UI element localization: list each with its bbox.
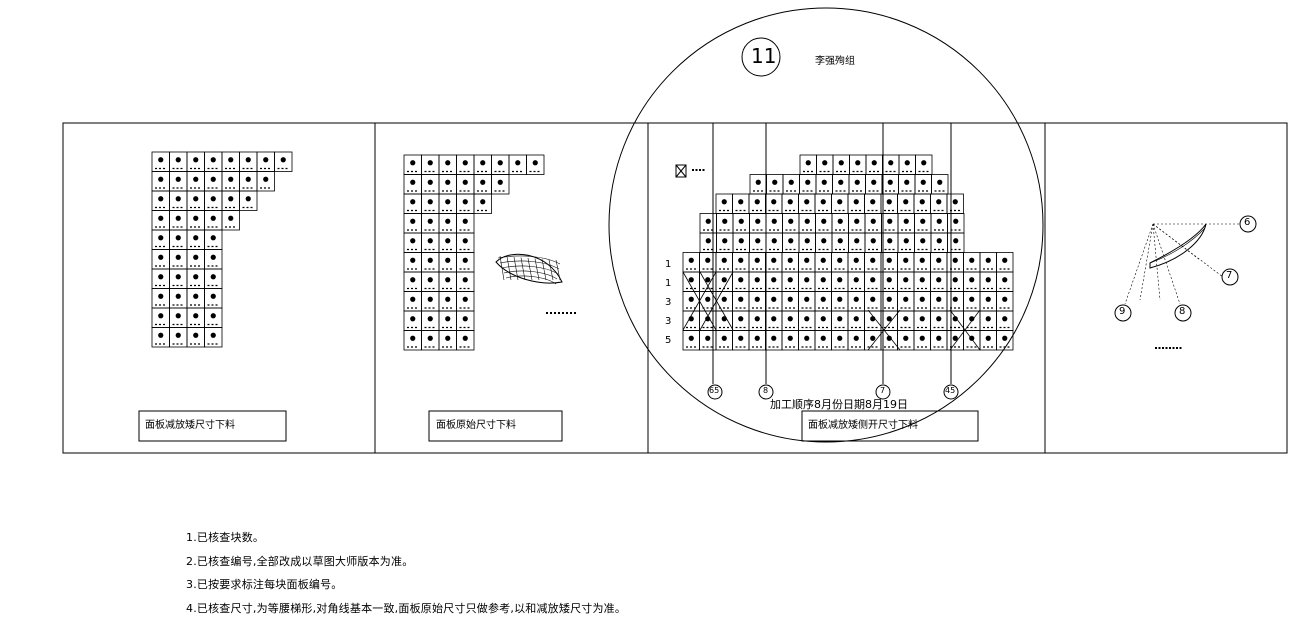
legend-symbol xyxy=(675,164,706,178)
detail-number: 11 xyxy=(751,44,777,68)
note-item: 3.已按要求标注每块面板编号。 xyxy=(186,578,343,591)
panel-caption-1: 面板减放矮尺寸下料 xyxy=(145,420,235,431)
panel-caption-3: 面板减放矮侧开尺寸下料 xyxy=(808,420,918,431)
panel-caption-2: 面板原始尺寸下料 xyxy=(436,420,516,431)
panel-grid-reduced xyxy=(151,151,293,348)
notes-list: 1.已核查块数。 2.已核查编号,全部改成以草图大师版本为准。 3.已按要求标注… xyxy=(186,526,886,620)
note-item: 2.已核查编号,全部改成以草图大师版本为准。 xyxy=(186,554,414,568)
axis-marker: 65 xyxy=(709,386,720,395)
row-label: 5 xyxy=(665,335,672,346)
elevation-marker: 6 xyxy=(1244,217,1251,228)
caption-box-3 xyxy=(801,410,979,442)
axis-marker: 8 xyxy=(763,386,769,395)
row-label: 3 xyxy=(665,297,672,308)
detail-circle xyxy=(608,7,1044,443)
note-item: 1.已核查块数。 xyxy=(186,531,265,544)
elevation-marker: 7 xyxy=(1226,270,1233,281)
axis-marker: 45 xyxy=(945,386,956,395)
row-label: 3 xyxy=(665,316,672,327)
mesh-sketch xyxy=(495,253,578,314)
panel-grid-original xyxy=(403,154,545,351)
detail-number-bubble xyxy=(741,37,781,77)
processing-note: 加工顺序8月份日期8月19日 xyxy=(770,398,908,411)
note-item: 4.已核查尺寸,为等腰梯形,对角线基本一致,面板原始尺寸只做参考,以和减放矮尺寸… xyxy=(186,601,627,615)
caption-box-2 xyxy=(428,410,563,442)
elevation-sketch xyxy=(1114,215,1257,349)
axis-lines xyxy=(712,123,952,384)
caption-box-1 xyxy=(138,410,287,442)
axis-marker: 7 xyxy=(880,386,886,395)
detail-title: 李强殉组 xyxy=(815,56,855,67)
row-label: 1 xyxy=(665,259,672,270)
row-label: 1 xyxy=(665,278,672,289)
elevation-marker: 8 xyxy=(1179,306,1186,317)
panel-grid-side-open xyxy=(682,154,1014,351)
elevation-marker: 9 xyxy=(1119,306,1126,317)
axis-marker-bubbles xyxy=(707,384,959,400)
drawing-frame xyxy=(62,122,1288,454)
